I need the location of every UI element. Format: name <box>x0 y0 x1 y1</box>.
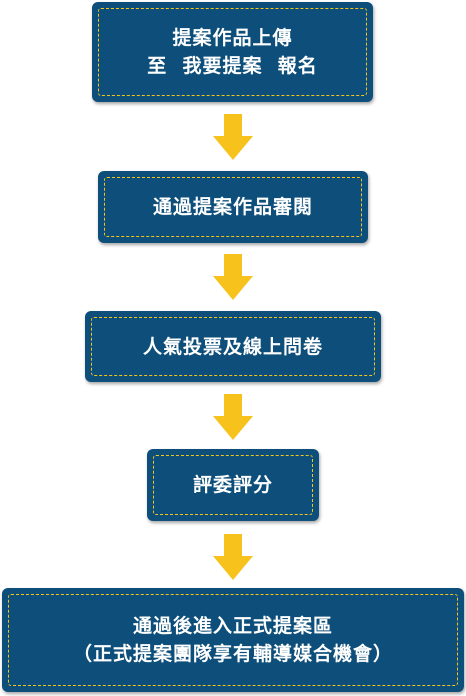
step-3-dashed-frame: 人氣投票及線上問卷 <box>91 317 375 376</box>
step-1-line-1: 提案作品上傳 <box>172 27 293 49</box>
step-1-dashed-frame: 提案作品上傳 至 我要提案 報名 <box>98 8 367 96</box>
step-2-dashed-frame: 通過提案作品審閱 <box>104 177 362 237</box>
step-5-line-2: （正式提案團隊享有輔導媒合機會） <box>72 643 393 665</box>
step-1-box: 提案作品上傳 至 我要提案 報名 <box>92 2 373 102</box>
step-5-dashed-frame: 通過後進入正式提案區 （正式提案團隊享有輔導媒合機會） <box>8 594 458 686</box>
step-5-box: 通過後進入正式提案區 （正式提案團隊享有輔導媒合機會） <box>2 588 464 692</box>
step-1-line-2: 至 我要提案 報名 <box>147 55 318 77</box>
step-4-line-1: 評委評分 <box>192 474 273 496</box>
arrow-down-icon <box>213 394 253 440</box>
step-2-box: 通過提案作品審閱 <box>98 171 368 243</box>
arrow-down-icon <box>213 254 253 300</box>
step-5-line-1: 通過後進入正式提案區 <box>132 615 333 637</box>
step-3-box: 人氣投票及線上問卷 <box>85 311 381 382</box>
step-4-box: 評委評分 <box>147 449 319 521</box>
arrow-down-icon <box>213 534 253 580</box>
step-4-dashed-frame: 評委評分 <box>153 455 313 515</box>
step-3-line-1: 人氣投票及線上問卷 <box>142 335 323 358</box>
arrow-down-icon <box>213 114 253 160</box>
step-2-line-1: 通過提案作品審閱 <box>152 196 313 218</box>
